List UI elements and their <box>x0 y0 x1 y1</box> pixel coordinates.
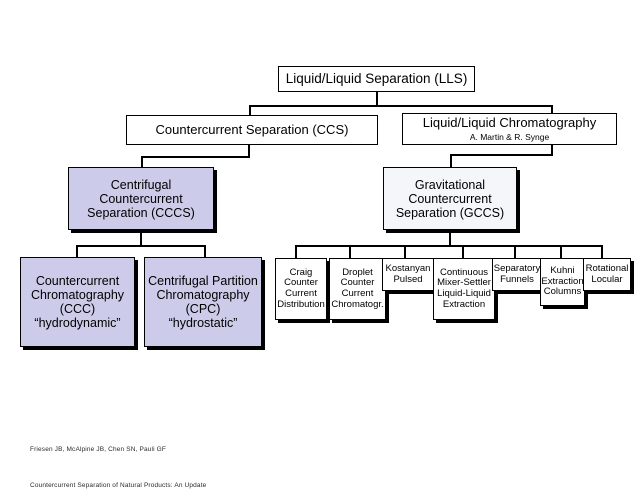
connector-to-gccs <box>450 154 452 167</box>
node-label-line1: Kuhni <box>550 265 575 277</box>
connector-to-cpc <box>204 245 206 257</box>
node-separatory-funnels[interactable]: Separatory Funnels <box>492 258 542 291</box>
node-liquid-liquid-chromatography[interactable]: Liquid/Liquid Chromatography A. Martin &… <box>402 113 617 145</box>
node-label-line2: Countercurrent <box>408 191 492 206</box>
connector-to-cccs <box>141 156 143 167</box>
node-label-line3: Current <box>341 288 374 299</box>
node-label-line1: Continuous <box>439 266 489 278</box>
citation-authors: Friesen JB, McAlpine JB, Chen SN, Pauli … <box>30 446 166 454</box>
citation-title: Countercurrent Separation of Natural Pro… <box>30 482 207 490</box>
node-continuous-mixer-settler-extraction[interactable]: Continuous Mixer-Settler Liquid-Liquid E… <box>433 258 495 320</box>
node-label-line4: “hydrodynamic” <box>34 316 121 330</box>
node-ccc[interactable]: Countercurrent Chromatography (CCC) “hyd… <box>20 257 135 347</box>
connector-to-ccc <box>76 245 78 257</box>
connector-root-stem <box>376 92 378 107</box>
node-label-line3: Separation (CCCS) <box>87 205 195 220</box>
connector-to-separatory <box>514 245 516 258</box>
connector-to-llc <box>551 105 553 113</box>
node-label: Liquid/Liquid Separation (LLS) <box>285 71 468 87</box>
connector-level2-bus <box>249 105 553 107</box>
node-label-line3: Separation (GCCS) <box>395 205 505 220</box>
node-label-line2: Funnels <box>500 273 534 285</box>
node-label-line4: Chromatogr. <box>331 298 384 310</box>
node-label: Liquid/Liquid Chromatography <box>422 114 597 130</box>
connector-ccs-bus <box>141 156 250 158</box>
connector-cccs-children-bus <box>76 245 206 247</box>
connector-cccs-stem <box>140 230 142 247</box>
node-lls-root[interactable]: Liquid/Liquid Separation (LLS) <box>278 66 475 92</box>
node-label-line1: Separatory <box>493 262 541 274</box>
node-label-line1: Craig <box>289 266 313 278</box>
node-label-line3: Current <box>285 288 317 299</box>
node-label-line4: Extraction <box>442 298 486 310</box>
node-ccs[interactable]: Countercurrent Separation (CCS) <box>126 115 378 145</box>
node-gccs[interactable]: Gravitational Countercurrent Separation … <box>383 167 517 230</box>
node-label-line2: Mixer-Settler <box>437 277 491 289</box>
node-subtitle: A. Martin & R. Synge <box>469 131 550 142</box>
node-label-line3: (CPC) <box>185 302 221 316</box>
node-label-line1: Gravitational <box>414 177 486 192</box>
node-label-line2: Countercurrent <box>99 191 183 206</box>
connector-ccs-stem <box>248 144 250 158</box>
node-label-line1: Rotational <box>585 262 629 274</box>
node-rotational-locular[interactable]: Rotational Locular <box>583 258 631 291</box>
node-cccs[interactable]: Centrifugal Countercurrent Separation (C… <box>68 167 214 230</box>
node-label-line1: Centrifugal <box>110 177 172 192</box>
node-label-line3: (CCC) <box>59 302 96 316</box>
node-label-line1: Countercurrent <box>35 274 120 288</box>
node-label-line1: Centrifugal Partition <box>148 274 258 288</box>
node-label-line1: Droplet <box>342 266 373 278</box>
connector-gccs-bus <box>450 154 553 156</box>
node-label-line2: Locular <box>591 273 623 285</box>
connector-to-kostanyan <box>404 245 406 258</box>
node-label-line2: Counter <box>340 277 375 289</box>
connector-to-rotational <box>601 245 603 258</box>
node-label-line2: Chromatography <box>156 288 250 302</box>
connector-to-craig <box>295 245 297 258</box>
node-label: Countercurrent Separation (CCS) <box>155 121 349 137</box>
connector-gccs-stem <box>449 230 451 247</box>
node-droplet-counter-current-chromatography[interactable]: Droplet Counter Current Chromatogr. <box>329 258 386 320</box>
citation-block: Friesen JB, McAlpine JB, Chen SN, Pauli … <box>30 420 206 493</box>
node-craig-counter-current-distribution[interactable]: Craig Counter Current Distribution <box>275 258 327 320</box>
node-label-line4: “hydrostatic” <box>168 316 238 330</box>
node-label-line1: Kostanyan <box>385 262 431 274</box>
node-label-line2: Extraction <box>541 275 584 287</box>
node-label-line2: Pulsed <box>393 273 423 285</box>
node-cpc[interactable]: Centrifugal Partition Chromatography (CP… <box>144 257 262 347</box>
connector-to-droplet <box>349 245 351 258</box>
connector-llc-stem <box>551 144 553 156</box>
connector-gccs-children-bus <box>295 245 603 247</box>
connector-to-kuhni <box>560 245 562 258</box>
node-label-line2: Chromatography <box>30 288 125 302</box>
node-label-line4: Distribution <box>277 298 325 310</box>
connector-to-mixer-settler <box>462 245 464 258</box>
node-kuhni-extraction-columns[interactable]: Kuhni Extraction Columns <box>540 258 585 306</box>
node-label-line3: Liquid-Liquid <box>437 288 491 299</box>
node-kostanyan-pulsed[interactable]: Kostanyan Pulsed <box>382 258 434 291</box>
node-label-line2: Counter <box>284 277 318 289</box>
node-label-line3: Columns <box>543 286 582 298</box>
connector-to-ccs <box>249 105 251 115</box>
